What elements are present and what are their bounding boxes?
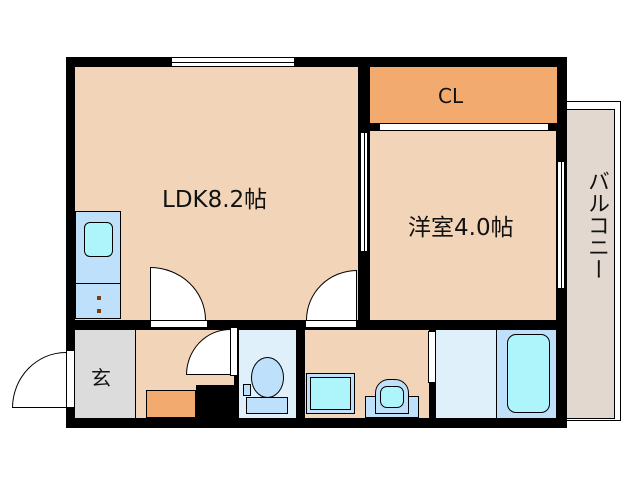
shoe-cabinet <box>146 390 196 418</box>
toilet-door[interactable] <box>230 327 238 376</box>
western-room-label: 洋室4.0帖 <box>408 215 514 241</box>
entrance-label: 玄 <box>91 366 111 390</box>
room-ldk <box>75 67 358 320</box>
hall-door[interactable] <box>305 320 357 328</box>
bathroom-divider <box>496 330 497 418</box>
ldk-label: LDK8.2帖 <box>162 187 268 213</box>
toilet-bowl-icon <box>251 357 284 398</box>
bathroom-door[interactable] <box>428 331 436 383</box>
room-western <box>370 131 556 320</box>
stove-knob-icon <box>97 309 101 313</box>
kitchen-divider <box>75 283 121 284</box>
closet-label: CL <box>438 84 464 108</box>
sliding-door-rail <box>364 133 365 251</box>
balcony-label: バルコニー <box>584 170 609 280</box>
wash-basin-inner <box>380 386 404 408</box>
closet-door[interactable] <box>379 123 549 131</box>
toilet-tank-icon <box>246 397 288 414</box>
washing-machine-inner <box>310 377 351 410</box>
bathtub-icon <box>507 334 550 413</box>
stove-knob-icon <box>97 296 101 300</box>
kitchen-sink-icon <box>84 222 113 257</box>
ldk-window-sash <box>172 62 294 63</box>
closet <box>370 67 557 123</box>
entrance <box>75 330 135 418</box>
entrance-door[interactable] <box>66 350 75 408</box>
entrance-door-swing-icon <box>12 352 66 408</box>
ldk-door[interactable] <box>150 320 208 328</box>
pillar <box>196 385 234 418</box>
toilet-paper-icon <box>243 384 251 396</box>
balcony-window-rail <box>561 162 562 288</box>
